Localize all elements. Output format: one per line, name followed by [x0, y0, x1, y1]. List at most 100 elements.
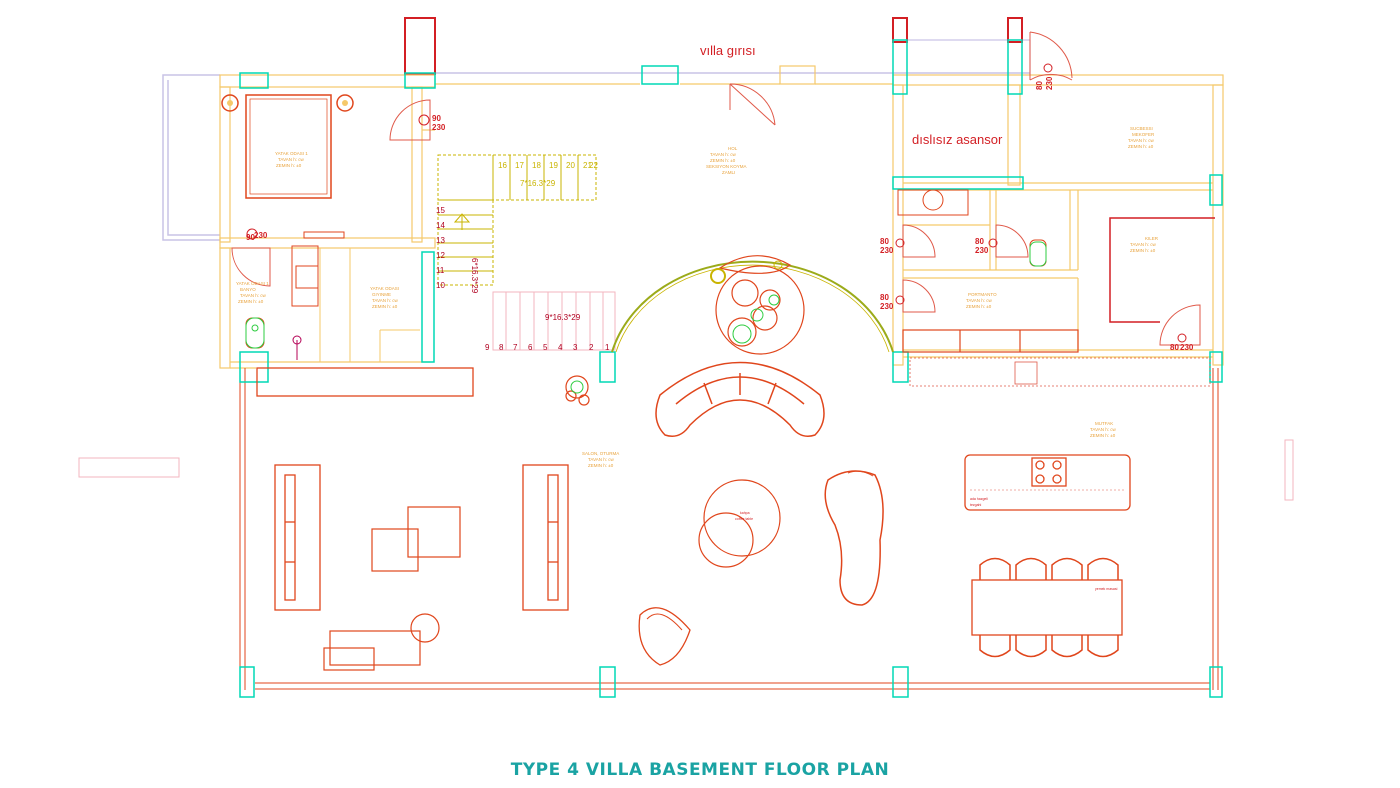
- svg-text:SUCBESSI: SUCBESSI: [1130, 126, 1153, 131]
- svg-text:ada hazgeli: ada hazgeli: [970, 497, 988, 501]
- dining-chairs: [979, 557, 1119, 658]
- svg-text:3: 3: [573, 343, 578, 352]
- bedroom-label: YATAK ODASI 1: [275, 151, 308, 156]
- coffee-table: [698, 479, 781, 568]
- svg-text:17: 17: [515, 161, 524, 170]
- daybed: [323, 630, 421, 671]
- svg-text:2: 2: [589, 343, 594, 352]
- ghost-left: [78, 457, 180, 478]
- hall-table: [715, 255, 805, 355]
- svg-text:80: 80: [1035, 81, 1044, 90]
- svg-text:tezgahi: tezgahi: [970, 503, 982, 507]
- svg-text:13: 13: [436, 236, 445, 245]
- svg-text:ZEMIN h: ±0: ZEMIN h: ±0: [372, 304, 398, 309]
- svg-text:230: 230: [975, 246, 989, 255]
- svg-text:19: 19: [549, 161, 558, 170]
- svg-text:15: 15: [436, 206, 445, 215]
- plant-pot: [565, 375, 590, 406]
- svg-text:21: 21: [583, 161, 592, 170]
- partitions: [319, 247, 420, 362]
- svg-text:TAVAN h: cw: TAVAN h: cw: [966, 298, 993, 303]
- svg-text:10: 10: [436, 281, 445, 290]
- svg-text:TAVAN h: cw: TAVAN h: cw: [1090, 427, 1117, 432]
- svg-text:6: 6: [528, 343, 533, 352]
- walls: [219, 74, 1224, 369]
- side-tables: [371, 506, 461, 572]
- svg-text:18: 18: [532, 161, 541, 170]
- svg-text:230: 230: [432, 123, 446, 132]
- svg-text:6*16.3*29: 6*16.3*29: [470, 258, 479, 294]
- ghost-right: [1284, 439, 1294, 501]
- terrace-outline: [162, 74, 220, 241]
- svg-text:ZAMLI: ZAMLI: [722, 170, 735, 175]
- svg-text:90: 90: [246, 233, 255, 242]
- staircase-lower: [492, 291, 616, 351]
- svg-text:230: 230: [1180, 343, 1194, 352]
- svg-text:ZEMIN h: ±0: ZEMIN h: ±0: [966, 304, 992, 309]
- svg-text:TAVAN h: cw: TAVAN h: cw: [240, 293, 267, 298]
- svg-text:230: 230: [880, 246, 894, 255]
- svg-text:ZEMIN h: ±0: ZEMIN h: ±0: [588, 463, 614, 468]
- svg-text:22: 22: [589, 161, 598, 170]
- svg-text:230: 230: [1045, 76, 1054, 90]
- svg-text:80: 80: [880, 293, 889, 302]
- svg-text:SALON, OTURMA: SALON, OTURMA: [582, 451, 619, 456]
- dining-table: [971, 579, 1123, 636]
- svg-text:80: 80: [975, 237, 984, 246]
- entrance-label: vılla gırısı: [700, 43, 756, 58]
- kitchen-counter: [909, 357, 1211, 387]
- svg-text:TAVAN h: cw: TAVAN h: cw: [588, 457, 615, 462]
- wc-doors: [902, 31, 1201, 346]
- svg-text:coffee table: coffee table: [735, 517, 753, 521]
- svg-text:HOL: HOL: [728, 146, 738, 151]
- svg-text:TAVAN h: cw: TAVAN h: cw: [1130, 242, 1157, 247]
- pantry-wall: [1109, 217, 1215, 323]
- elevator-label: dıslısız asansor: [912, 132, 1003, 147]
- svg-text:TAVAN h: cw: TAVAN h: cw: [1128, 138, 1155, 143]
- svg-text:yemek masasi: yemek masasi: [1095, 587, 1118, 591]
- organic-chaise: [824, 470, 884, 606]
- chimney-mid: [892, 17, 908, 43]
- svg-text:BANYO: BANYO: [240, 287, 256, 292]
- sofa-left: [274, 464, 321, 611]
- svg-text:KILER: KILER: [1145, 236, 1159, 241]
- svg-text:80: 80: [880, 237, 889, 246]
- svg-text:90: 90: [432, 114, 441, 123]
- svg-text:TAVAN h: cw: TAVAN h: cw: [278, 157, 305, 162]
- glass-facade: [239, 368, 1219, 690]
- svg-text:7: 7: [513, 343, 518, 352]
- svg-text:TAVAN h: cw: TAVAN h: cw: [710, 152, 737, 157]
- svg-text:GIYINME: GIYINME: [372, 292, 391, 297]
- svg-text:5: 5: [543, 343, 548, 352]
- svg-text:ZEMIN h: ±0: ZEMIN h: ±0: [710, 158, 736, 163]
- svg-text:8: 8: [499, 343, 504, 352]
- hall-arc: [611, 260, 894, 353]
- svg-text:MUTFAK: MUTFAK: [1095, 421, 1113, 426]
- svg-text:9*16.3*29: 9*16.3*29: [545, 313, 581, 322]
- lounge-chair: [638, 607, 691, 666]
- kitchen-island: [964, 454, 1131, 511]
- chimney-right: [1007, 17, 1023, 43]
- svg-text:230: 230: [254, 231, 268, 240]
- svg-text:80: 80: [1170, 343, 1179, 352]
- svg-text:kahpa: kahpa: [740, 511, 750, 515]
- svg-text:MEKOFER: MEKOFER: [1132, 132, 1155, 137]
- bathroom-fixtures: [245, 231, 345, 349]
- long-bench: [256, 367, 474, 397]
- sofa-mid: [522, 464, 569, 611]
- page-title: TYPE 4 VILLA BASEMENT FLOOR PLAN: [510, 760, 890, 780]
- bedroom-bed: [221, 94, 354, 199]
- svg-text:1: 1: [605, 343, 610, 352]
- curved-sofa: [655, 361, 825, 437]
- svg-text:YATAK ODASI 1: YATAK ODASI 1: [236, 281, 269, 286]
- svg-text:16: 16: [498, 161, 507, 170]
- bedroom-door: [389, 99, 431, 141]
- columns: [239, 39, 1223, 698]
- svg-text:14: 14: [436, 221, 445, 230]
- svg-text:4: 4: [558, 343, 563, 352]
- svg-text:11: 11: [436, 266, 445, 275]
- svg-text:ZEMIN h: ±0: ZEMIN h: ±0: [1090, 433, 1116, 438]
- svg-text:12: 12: [436, 251, 445, 260]
- entrance-panel: [779, 65, 816, 85]
